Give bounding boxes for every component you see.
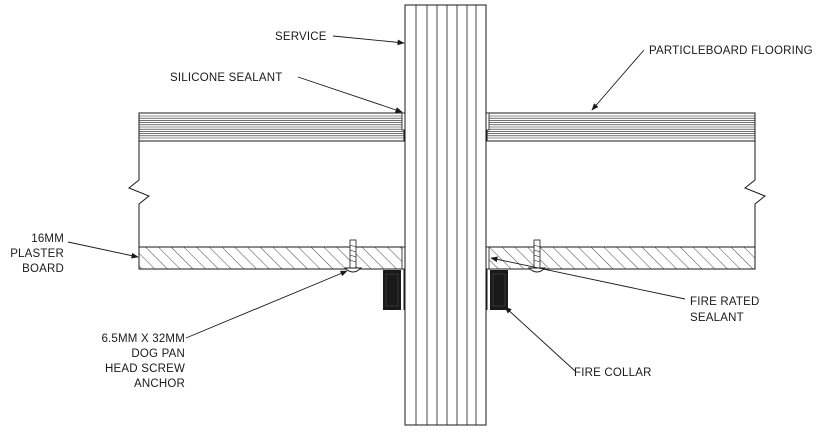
leader-fire-collar xyxy=(504,306,576,372)
label-plaster-board-line-3: BOARD xyxy=(22,263,64,275)
right-floor-assembly xyxy=(486,112,766,273)
particleboard-flooring-left xyxy=(138,112,405,142)
leader-anchor xyxy=(185,270,348,339)
label-anchor-line-2: DOG PAN xyxy=(131,348,185,360)
leader-service xyxy=(332,35,405,46)
label-plaster-board-line-1: 16MM xyxy=(31,233,64,245)
label-anchor-line-1: 6.5MM X 32MM xyxy=(101,333,185,345)
label-fire-collar: FIRE COLLAR xyxy=(574,367,652,379)
screw-anchor-left xyxy=(343,239,363,273)
label-plaster-board-line-2: PLASTER xyxy=(10,248,64,260)
label-silicone-sealant: SILICONE SEALANT xyxy=(170,72,282,84)
plasterboard-left xyxy=(138,246,405,270)
joist-break-left xyxy=(128,141,150,247)
fire-collar xyxy=(383,268,508,310)
leader-silicone-sealant xyxy=(297,76,403,113)
label-particleboard-flooring: PARTICLEBOARD FLOORING xyxy=(649,45,813,57)
leader-particleboard-flooring xyxy=(591,49,645,111)
particleboard-flooring-right xyxy=(486,112,756,142)
labels: SERVICE SILICONE SEALANT PARTICLEBOARD F… xyxy=(10,31,813,390)
left-floor-assembly xyxy=(128,112,405,273)
leader-arrows xyxy=(67,35,686,372)
service-pipe xyxy=(404,4,487,426)
leader-plaster-board xyxy=(67,241,139,259)
joist-break-right xyxy=(744,141,766,247)
label-fire-rated-sealant-line-2: SEALANT xyxy=(690,312,744,324)
label-anchor-line-4: ANCHOR xyxy=(134,378,185,390)
label-fire-rated-sealant-line-1: FIRE RATED xyxy=(690,296,760,308)
label-anchor-line-3: HEAD SCREW xyxy=(105,363,185,375)
leader-fire-rated-sealant xyxy=(490,256,686,300)
screw-anchor-right xyxy=(527,239,547,273)
label-service: SERVICE xyxy=(275,31,327,43)
